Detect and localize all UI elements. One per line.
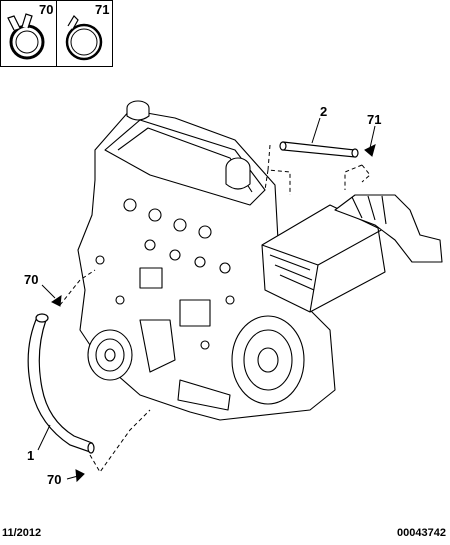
footer-reference: 00043742: [397, 527, 446, 539]
legend-box-70: 70: [0, 0, 57, 67]
hose-2-drawing: [279, 141, 359, 158]
callout-leaders: [37, 117, 376, 483]
footer-date: 11/2012: [2, 527, 42, 539]
engine-block-drawing: [77, 100, 336, 421]
callout-clamp-70-lower: 70: [47, 472, 62, 487]
hose-clamp-band-icon: [65, 15, 103, 61]
hose-clamp-spring-icon: [7, 13, 45, 60]
legend-number-70: 70: [39, 2, 54, 17]
callout-hose-2: 2: [320, 104, 328, 119]
hose-1-drawing: [27, 313, 95, 454]
air-filter-housing-drawing: [261, 194, 443, 313]
dashed-leader-lines: [59, 144, 371, 473]
callout-clamp-71: 71: [367, 112, 382, 127]
callout-clamp-70-upper: 70: [24, 272, 39, 287]
callout-hose-1: 1: [27, 448, 35, 463]
legend-box-71: 71: [56, 0, 113, 67]
legend-number-71: 71: [95, 2, 110, 17]
